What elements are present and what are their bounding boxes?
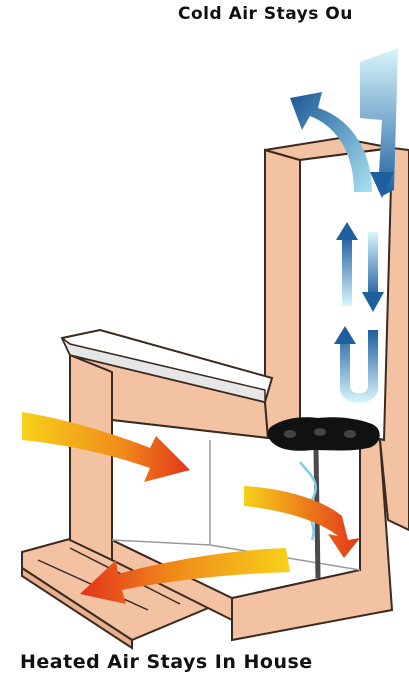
damper-seal-icon [268, 417, 380, 451]
